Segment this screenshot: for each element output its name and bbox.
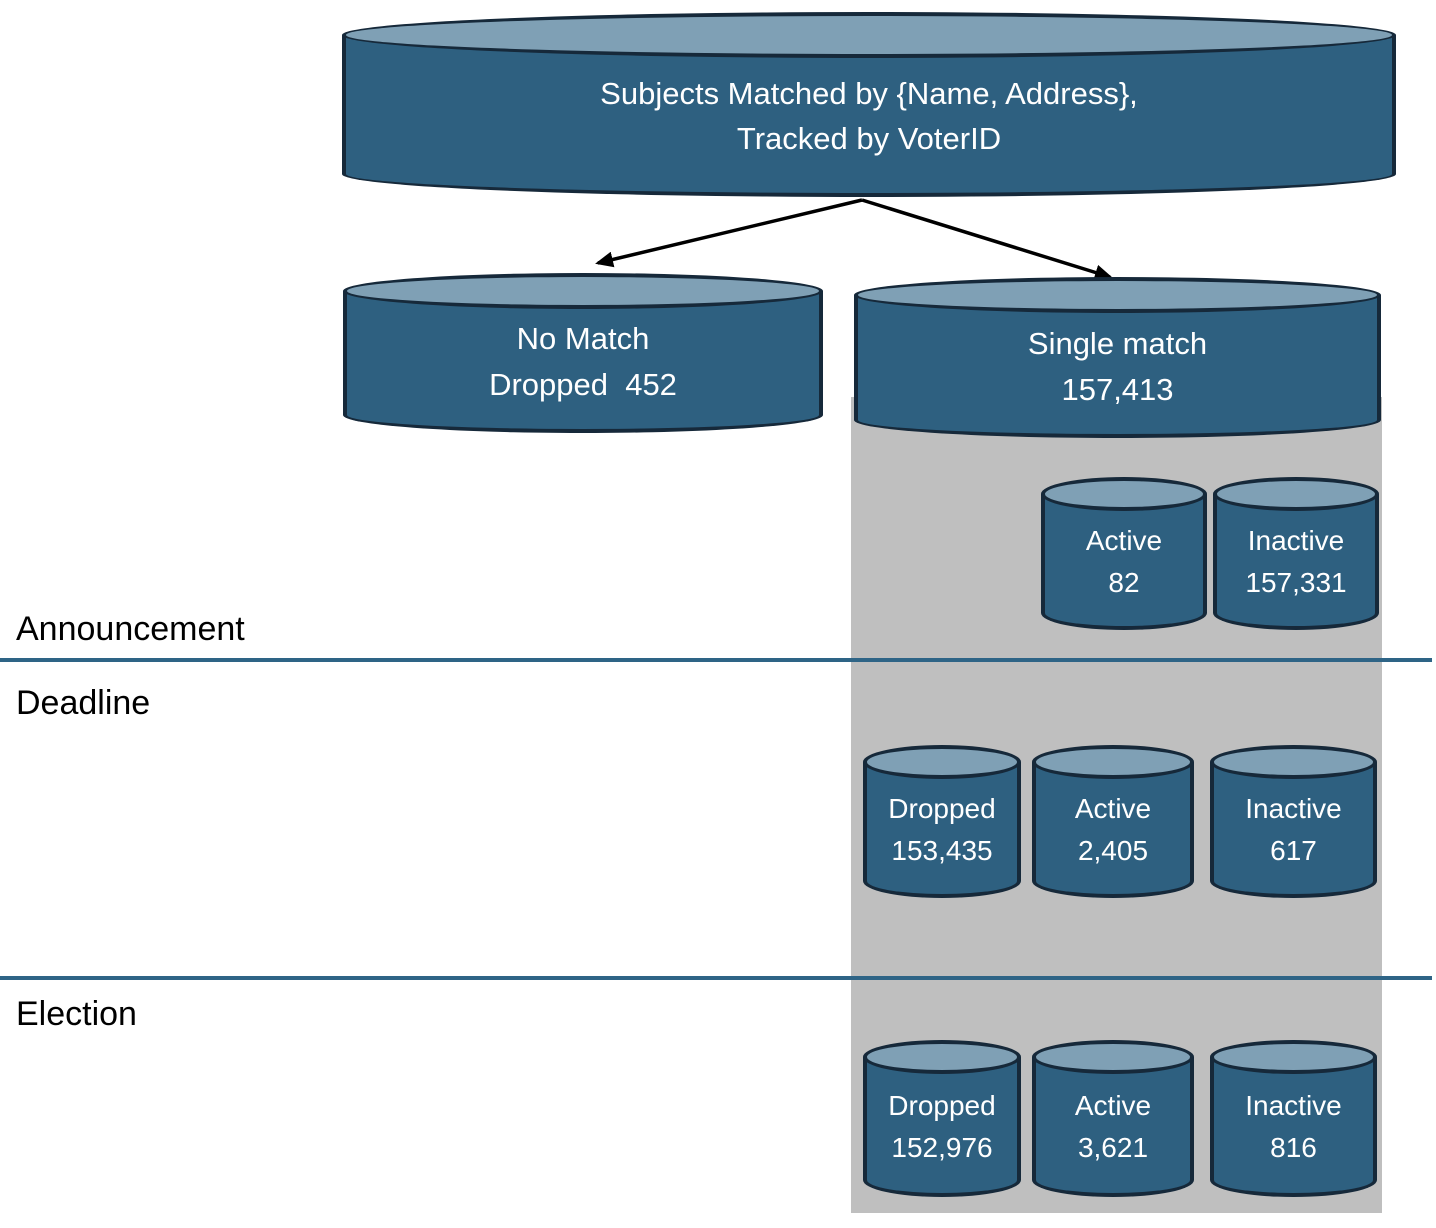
single-match-label: Single match <box>1027 325 1208 361</box>
announcement-inactive-cylinder: Inactive 157,331 <box>1213 477 1379 630</box>
election-inactive-cylinder: Inactive 816 <box>1210 1040 1377 1197</box>
no-match-count: Dropped 452 <box>489 367 677 402</box>
cylinder-label: Active <box>1074 793 1152 824</box>
election-active-cylinder: Active 3,621 <box>1032 1040 1194 1197</box>
cylinder-label: Inactive <box>1245 1090 1342 1121</box>
section-label-deadline: Deadline <box>16 684 151 722</box>
cylinder-body <box>343 291 823 433</box>
cylinder-value: 2,405 <box>1077 835 1149 866</box>
cylinder-label: Active <box>1074 1090 1152 1121</box>
cylinder-body <box>1041 494 1207 630</box>
deadline-dropped-cylinder: Dropped 153,435 <box>863 745 1021 898</box>
cylinder-value: 152,976 <box>891 1132 993 1163</box>
cylinder-value: 153,435 <box>891 835 993 866</box>
cylinder-top-face <box>1032 1040 1194 1074</box>
cylinder-value: 3,621 <box>1077 1132 1149 1163</box>
section-label-election: Election <box>16 995 137 1033</box>
single-match-count: 157,413 <box>1061 371 1174 407</box>
cylinder-body <box>863 1057 1021 1197</box>
title-line-1: Subjects Matched by {Name, Address}, <box>600 76 1138 111</box>
no-match-cylinder: No Match Dropped 452 <box>343 273 823 433</box>
cylinder-body <box>1210 1057 1377 1197</box>
cylinder-value: 82 <box>1108 567 1140 598</box>
cylinder-top-face <box>343 273 823 309</box>
cylinder-top-face <box>1032 745 1194 779</box>
title-line-2: Tracked by VoterID <box>736 121 1002 156</box>
cylinder-label: Inactive <box>1247 525 1345 556</box>
no-match-label: No Match <box>516 321 650 356</box>
cylinder-body <box>1210 762 1377 898</box>
cylinder-top-face <box>863 1040 1021 1074</box>
cylinder-body <box>854 295 1381 438</box>
single-match-cylinder: Single match 157,413 <box>854 277 1381 438</box>
cylinder-top-face <box>1210 1040 1377 1074</box>
arrow-to-single-match <box>861 198 1113 281</box>
cylinder-top-face <box>1210 745 1377 779</box>
cylinder-body <box>1032 1057 1194 1197</box>
cylinder-label: Active <box>1085 525 1163 556</box>
cylinder-body <box>863 762 1021 898</box>
divider-announcement-deadline <box>0 658 1432 662</box>
cylinder-value: 157,331 <box>1245 567 1347 598</box>
announcement-active-cylinder: Active 82 <box>1041 477 1207 630</box>
cylinder-label: Dropped <box>888 1090 996 1121</box>
title-cylinder: Subjects Matched by {Name, Address}, Tra… <box>342 12 1396 197</box>
cylinder-top-face <box>854 277 1381 313</box>
section-label-announcement: Announcement <box>16 610 245 648</box>
cylinder-top-face <box>863 745 1021 779</box>
cylinder-top-face <box>1041 477 1207 511</box>
election-dropped-cylinder: Dropped 152,976 <box>863 1040 1021 1197</box>
cylinder-top-face <box>1213 477 1379 511</box>
cylinder-body <box>1032 762 1194 898</box>
arrow-to-no-match <box>595 198 863 268</box>
deadline-inactive-cylinder: Inactive 617 <box>1210 745 1377 898</box>
deadline-active-cylinder: Active 2,405 <box>1032 745 1194 898</box>
cylinder-top-face <box>342 12 1396 58</box>
cylinder-value: 617 <box>1270 835 1317 866</box>
cylinder-label: Inactive <box>1245 793 1342 824</box>
cylinder-body <box>342 35 1396 197</box>
cylinder-body <box>1213 494 1379 630</box>
cylinder-value: 816 <box>1270 1132 1317 1163</box>
cylinder-label: Dropped <box>888 793 996 824</box>
divider-deadline-election <box>0 976 1432 980</box>
